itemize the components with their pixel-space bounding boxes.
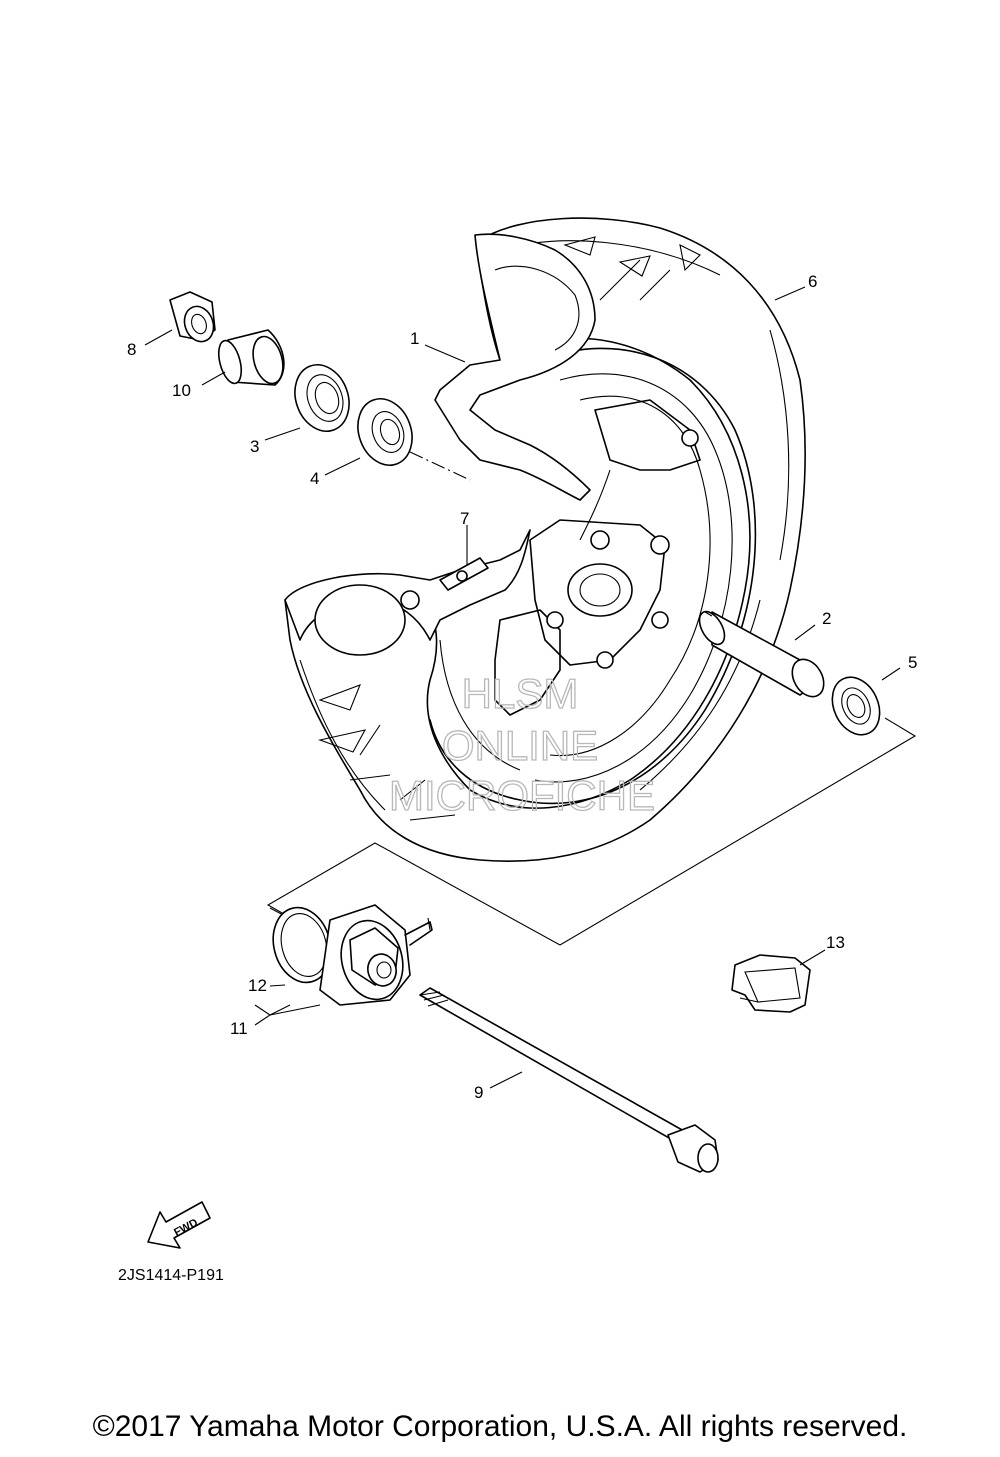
spacer-10	[217, 329, 285, 386]
clip-13	[731, 954, 811, 1013]
diagram-reference-code: 2JS1414-P191	[118, 1267, 224, 1284]
axle-spacer-2	[698, 610, 825, 698]
air-valve-7	[439, 557, 489, 591]
part-label-6: 6	[808, 272, 817, 291]
part-label-13: 13	[826, 933, 845, 952]
leader-lines	[144, 286, 901, 1089]
cast-wheel-with-tire	[284, 217, 806, 862]
wheel-axle-9	[419, 987, 719, 1173]
part-label-10: 10	[172, 381, 191, 400]
exploded-view-box	[266, 717, 917, 946]
part-label-8: 8	[127, 340, 136, 359]
collar-8	[169, 291, 216, 343]
bearing-4	[357, 398, 413, 466]
part-label-5: 5	[908, 653, 917, 672]
wheel-upper-spoke	[434, 233, 596, 501]
bearing-5	[831, 676, 881, 736]
fwd-arrow-icon: FWD	[147, 1201, 211, 1249]
part-label-7: 7	[460, 509, 469, 528]
part-label-9: 9	[474, 1083, 483, 1102]
oil-seal-3	[294, 364, 350, 432]
copyright-notice: ©2017 Yamaha Motor Corporation, U.S.A. A…	[92, 1410, 908, 1443]
part-label-11: 11	[230, 1019, 248, 1038]
part-label-2: 2	[822, 609, 831, 628]
watermark-line-1: HLSM	[462, 670, 579, 717]
o-ring-12	[272, 906, 332, 984]
part-label-1: 1	[410, 329, 419, 348]
meter-gear-unit-11	[319, 904, 433, 1006]
assembly-center-line	[409, 451, 713, 617]
watermark-line-3: MICROFICHE	[389, 772, 655, 819]
watermark: HLSM ONLINE MICROFICHE	[388, 669, 655, 819]
part-label-3: 3	[250, 437, 259, 456]
part-label-4: 4	[310, 469, 319, 488]
part-label-12: 12	[248, 976, 267, 995]
watermark-line-2: ONLINE	[442, 722, 598, 769]
